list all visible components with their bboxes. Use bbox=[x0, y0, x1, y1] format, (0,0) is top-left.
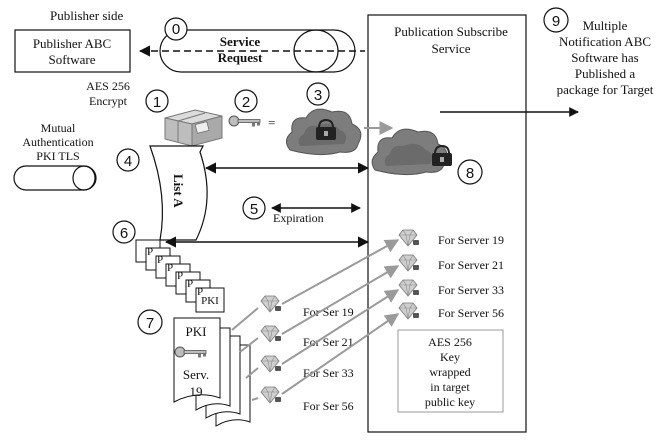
publisher-box-line1: Publisher ABC bbox=[33, 36, 111, 51]
notif-line2: Notification ABC bbox=[559, 34, 651, 49]
serv-doc-line2: Serv. bbox=[183, 367, 209, 382]
equals-sign: = bbox=[268, 115, 275, 130]
step-5-number: 5 bbox=[250, 201, 258, 218]
step-4-number: 4 bbox=[124, 153, 132, 170]
aes-key-line2: Key bbox=[440, 350, 460, 364]
key-icon bbox=[229, 116, 260, 127]
for-ser-56: For Ser 56 bbox=[303, 399, 354, 413]
svg-text:P: P bbox=[177, 270, 183, 282]
aes-encrypt-line1: AES 256 bbox=[86, 79, 130, 93]
step-7-number: 7 bbox=[146, 315, 154, 332]
aes-key-line4: in target bbox=[430, 380, 470, 394]
aes-encrypt-line2: Encrypt bbox=[89, 94, 128, 108]
aes-key-line5: public key bbox=[425, 395, 475, 409]
svg-text:P: P bbox=[147, 246, 153, 258]
svg-text:P: P bbox=[167, 262, 173, 274]
gem-icon bbox=[261, 356, 281, 372]
for-server-19: For Server 19 bbox=[438, 233, 504, 247]
step-9-number: 9 bbox=[552, 13, 560, 30]
pss-title-line1: Publication Subscribe bbox=[394, 24, 508, 39]
mutual-auth-line2: Authentication bbox=[22, 135, 93, 149]
gem-icon bbox=[261, 296, 281, 312]
notif-line5: package for Target bbox=[557, 82, 654, 97]
svg-text:P: P bbox=[157, 254, 163, 266]
serv-doc-line3: 19 bbox=[190, 384, 203, 399]
package-icon bbox=[165, 110, 222, 146]
pss-title-line2: Service bbox=[432, 41, 471, 56]
notif-line3: Software has bbox=[571, 50, 639, 65]
for-server-56: For Server 56 bbox=[438, 306, 504, 320]
gem-icon bbox=[261, 326, 281, 342]
for-server-33: For Server 33 bbox=[438, 283, 504, 297]
aes-key-line3: wrapped bbox=[429, 365, 470, 379]
serv-doc-line1: PKI bbox=[186, 324, 207, 339]
expiration-label: Expiration bbox=[273, 211, 324, 225]
publisher-box-line2: Software bbox=[49, 52, 96, 67]
gem-icon bbox=[261, 387, 281, 403]
step-8-number: 8 bbox=[466, 165, 474, 182]
step-1-number: 1 bbox=[153, 94, 161, 111]
mutual-auth-line3: PKI TLS bbox=[36, 149, 79, 163]
mutual-auth-line1: Mutual bbox=[41, 121, 76, 135]
aes-key-line1: AES 256 bbox=[428, 335, 472, 349]
notif-line4: Published a bbox=[575, 66, 636, 81]
step-6-number: 6 bbox=[120, 225, 128, 242]
pki-card-label: PKI bbox=[201, 295, 219, 307]
notif-line1: Multiple bbox=[583, 18, 628, 33]
service-request-line2: Request bbox=[218, 50, 263, 65]
publisher-side-label: Publisher side bbox=[50, 8, 124, 23]
step-0-number: 0 bbox=[172, 21, 180, 38]
step-2-number: 2 bbox=[242, 94, 250, 111]
tls-tunnel-icon bbox=[14, 166, 96, 190]
list-a-label: List A bbox=[171, 174, 186, 208]
svg-text:P: P bbox=[187, 278, 193, 290]
for-ser-33: For Ser 33 bbox=[303, 366, 354, 380]
step-3-number: 3 bbox=[314, 87, 322, 104]
service-request-line1: Service bbox=[220, 34, 261, 49]
for-server-21: For Server 21 bbox=[438, 258, 504, 272]
